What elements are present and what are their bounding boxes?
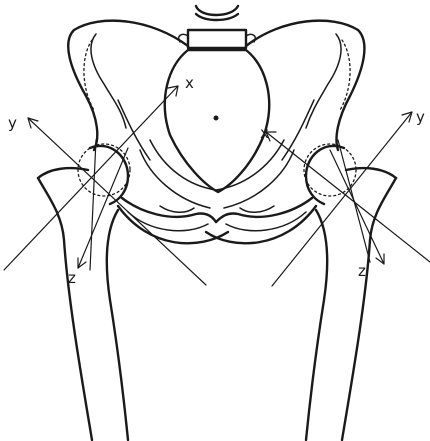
left-axes bbox=[4, 86, 206, 285]
right-y-axis-line bbox=[272, 112, 412, 286]
right-femur bbox=[306, 168, 396, 440]
right-axes bbox=[266, 112, 430, 286]
axis-label-y-left: y bbox=[8, 114, 17, 132]
axis-label-y-right: y bbox=[416, 108, 425, 126]
pelvic-brim bbox=[140, 140, 294, 208]
axis-label-x-right: x bbox=[260, 124, 269, 142]
left-y-axis-line bbox=[28, 118, 206, 285]
left-hip-joint bbox=[78, 144, 130, 204]
lumbar-vertebra bbox=[179, 6, 256, 48]
left-femur bbox=[38, 168, 128, 440]
right-z-axis-line bbox=[330, 150, 384, 264]
axis-label-z-right: z bbox=[358, 262, 366, 280]
right-hip-joint bbox=[304, 144, 356, 204]
sacrum bbox=[165, 50, 269, 192]
pubic-ischial-rami bbox=[118, 198, 316, 243]
axis-label-z-left: z bbox=[68, 269, 76, 287]
axis-label-x-left: x bbox=[185, 74, 194, 92]
